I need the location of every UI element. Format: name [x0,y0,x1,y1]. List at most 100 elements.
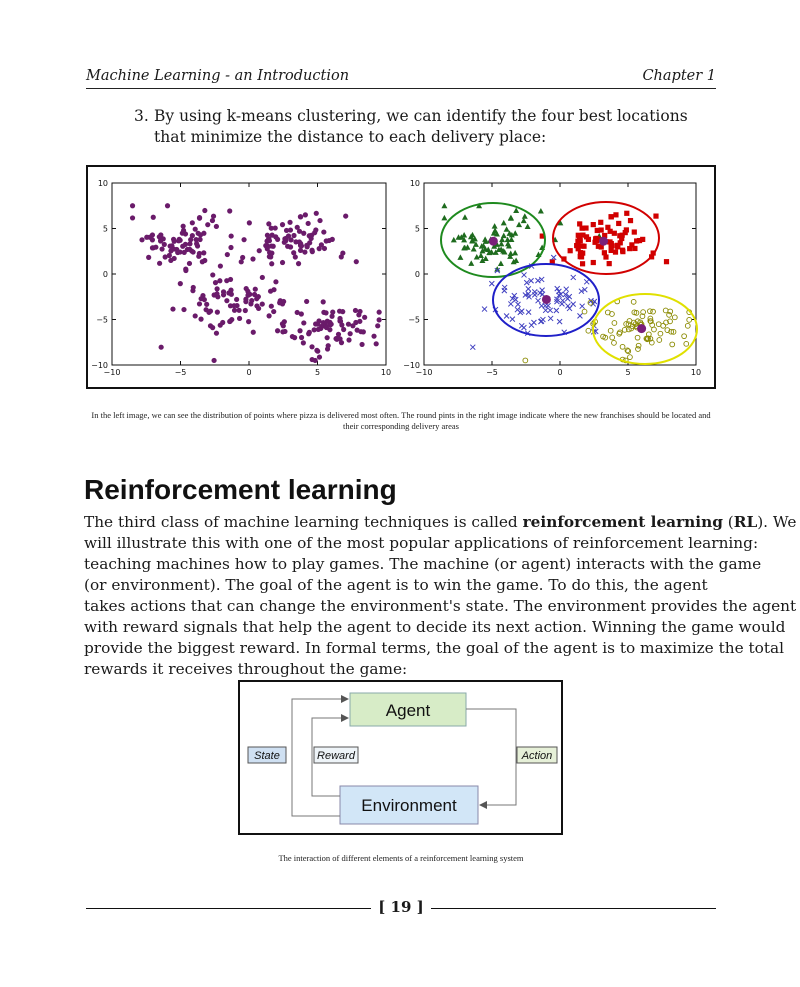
environment-box [339,785,479,825]
square-point [577,254,583,260]
data-point [157,260,163,266]
data-point [196,215,203,221]
data-point [304,298,310,305]
data-point [287,227,294,233]
triangle-point [507,250,514,257]
circle-point [624,347,631,354]
data-point [209,217,216,224]
data-point [296,228,303,234]
circle-point [670,329,677,335]
data-point [194,241,200,247]
x-point [563,286,570,293]
data-point [347,331,353,337]
triangle-point [471,235,478,242]
x-point [566,305,573,312]
data-point [323,310,329,316]
circle-point [611,320,618,326]
triangle-point [557,219,564,226]
data-point [188,237,194,243]
reward-label: Reward [317,750,356,762]
data-point [287,244,294,250]
data-point [324,335,330,341]
data-point [283,227,290,234]
triangle-point [468,260,475,266]
circle-point [611,340,617,346]
data-point [250,329,256,335]
square-point [549,259,555,265]
data-point [256,248,262,254]
x-point [535,297,541,304]
x-tick-label: 0 [557,368,562,377]
data-point [186,260,193,267]
circle-point [664,327,671,333]
rl-diagram: Agent Environment State Reward Action [238,680,563,835]
square-point [627,246,633,252]
data-point [183,267,189,274]
data-point [281,319,287,325]
x-point [507,301,514,307]
circle-point [609,334,616,341]
data-point [195,230,201,236]
x-tick-label: −10 [416,368,433,377]
data-point [373,341,379,347]
data-point [227,208,233,214]
y-tick-label: −5 [408,316,420,325]
y-tick-label: 0 [415,270,420,279]
data-point [287,219,293,225]
data-point [268,225,274,231]
data-point [144,234,150,240]
data-point [315,321,321,327]
triangle-point [479,247,486,254]
circle-point [634,318,641,325]
data-point [236,315,243,322]
triangle-point [461,214,468,220]
data-point [282,328,288,335]
triangle-point [455,234,462,240]
circle-point [625,326,632,333]
circle-point [585,327,592,334]
data-point [306,233,312,239]
paragraph-line: The third class of machine learning tech… [84,512,796,533]
triangle-point [503,226,510,232]
square-point [580,232,586,238]
cluster-center [541,294,551,304]
data-point [228,244,234,251]
square-point [590,259,596,266]
circle-point [686,317,693,323]
triangle-point [441,214,448,221]
data-point [259,274,265,281]
square-point [590,222,596,228]
left-plot-points [129,203,382,364]
data-point [156,234,162,240]
circle-point [587,299,594,306]
circle-point [651,326,657,333]
x-tick-label: 0 [246,368,251,377]
data-point [301,230,307,236]
x-point [521,324,527,331]
triangle-point [492,249,499,255]
square-point [583,225,589,231]
y-tick-label: 5 [415,225,420,234]
data-point [320,319,327,326]
cluster-center [637,324,647,334]
data-point [170,236,177,242]
data-point [251,291,258,298]
x-point [562,291,569,298]
data-point [298,334,305,341]
x-tick-label: 10 [381,368,391,377]
data-point [357,318,363,324]
triangle-point [516,221,523,228]
data-point [212,280,219,286]
triangle-point [501,249,508,255]
x-point [509,295,516,302]
triangle-point [472,241,479,247]
x-point [547,307,554,314]
circle-point [647,315,654,322]
data-point [298,311,304,317]
x-tick-label: 10 [691,368,701,377]
page-footer: [ 19 ] [86,898,716,918]
data-point [198,316,204,322]
triangle-point [473,254,480,260]
book-title: Machine Learning - an Introduction [86,68,350,84]
